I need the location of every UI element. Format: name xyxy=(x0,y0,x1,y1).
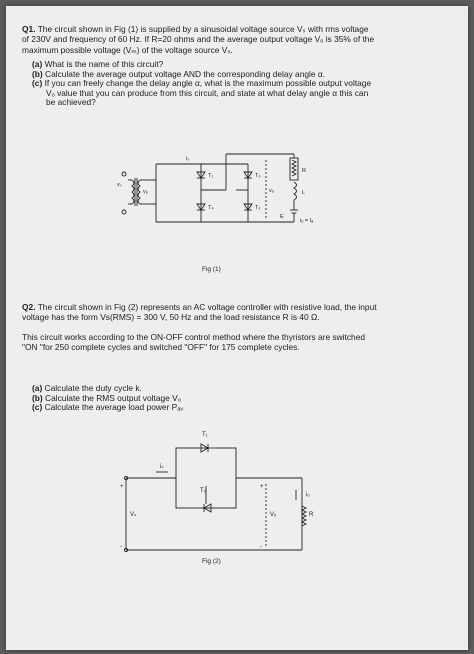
fig2-label-t1: T₁ xyxy=(202,432,208,438)
q1-text: Q1. The circuit shown in Fig (1) is supp… xyxy=(22,24,375,55)
fig2-circuit: T₁ T₂ iₛ Vₛ Vₒ iₒ R + - + - xyxy=(120,432,314,553)
fig2-caption: Fig (2) xyxy=(202,558,221,565)
fig1-label-vs: vₛ xyxy=(117,182,122,188)
fig2-label-vs: Vₛ xyxy=(130,512,136,518)
fig2-minus-out: - xyxy=(260,544,262,550)
fig1-label-t4: T₄ xyxy=(208,205,214,211)
q1-part-c: (c) If you can freely change the delay a… xyxy=(32,78,372,89)
fig1-label-vo: vₒ xyxy=(269,188,274,194)
fig1-label-is: iₛ xyxy=(186,156,189,162)
fig2-label-is: iₛ xyxy=(160,464,164,470)
q1-parts: (a) What is the name of this circuit? (b… xyxy=(32,59,452,108)
fig2-label-io: iₒ xyxy=(306,492,310,498)
q1-part-b: (b) Calculate the average output voltage… xyxy=(32,68,326,79)
q2-part-c: (c) Calculate the average load power Pₐᵥ xyxy=(32,402,184,413)
fig2-label-r: R xyxy=(309,512,314,518)
document-page: Q1. The circuit shown in Fig (1) is supp… xyxy=(6,6,468,650)
fig2-plus-out: + xyxy=(260,484,264,490)
q2-parts: (a) Calculate the duty cycle k. (b) Calc… xyxy=(32,383,452,413)
fig1-label-t2: T₂ xyxy=(255,205,261,211)
q1-heading: Q1. xyxy=(22,24,36,34)
q2-part-b: (b) Calculate the RMS output voltage Vₒ xyxy=(32,392,181,403)
fig1-label-l: L xyxy=(302,190,305,196)
fig2-plus-in: + xyxy=(120,484,124,490)
q1-part-a: (a) What is the name of this circuit? xyxy=(32,59,164,69)
fig2-label-vo: Vₒ xyxy=(270,512,277,518)
fig2-minus-in: - xyxy=(120,544,122,550)
fig1-label-r: R xyxy=(302,168,306,174)
fig1-caption: Fig (1) xyxy=(202,266,221,273)
fig1-label-e: E xyxy=(280,214,284,220)
q2-text: Q2. The circuit shown in Fig (2) represe… xyxy=(22,302,377,323)
q2-heading: Q2. xyxy=(22,302,36,312)
fig1-label-t1: T₁ xyxy=(208,173,213,179)
q2-part-a: (a) Calculate the duty cycle k. xyxy=(32,383,142,393)
q2-paragraph-2: This circuit works according to the ON-O… xyxy=(22,332,366,353)
fig1-circuit: iₛ vₛ vₚ T₁ T₄ T₃ T₂ vₒ R L E iₒ = Iₐ xyxy=(117,153,314,224)
fig1-label-vp: vₚ xyxy=(143,189,149,195)
fig1-label-io: iₒ = Iₐ xyxy=(300,218,314,224)
fig2-label-t2: T₂ xyxy=(200,488,207,494)
fig1-label-t3: T₃ xyxy=(255,173,261,179)
